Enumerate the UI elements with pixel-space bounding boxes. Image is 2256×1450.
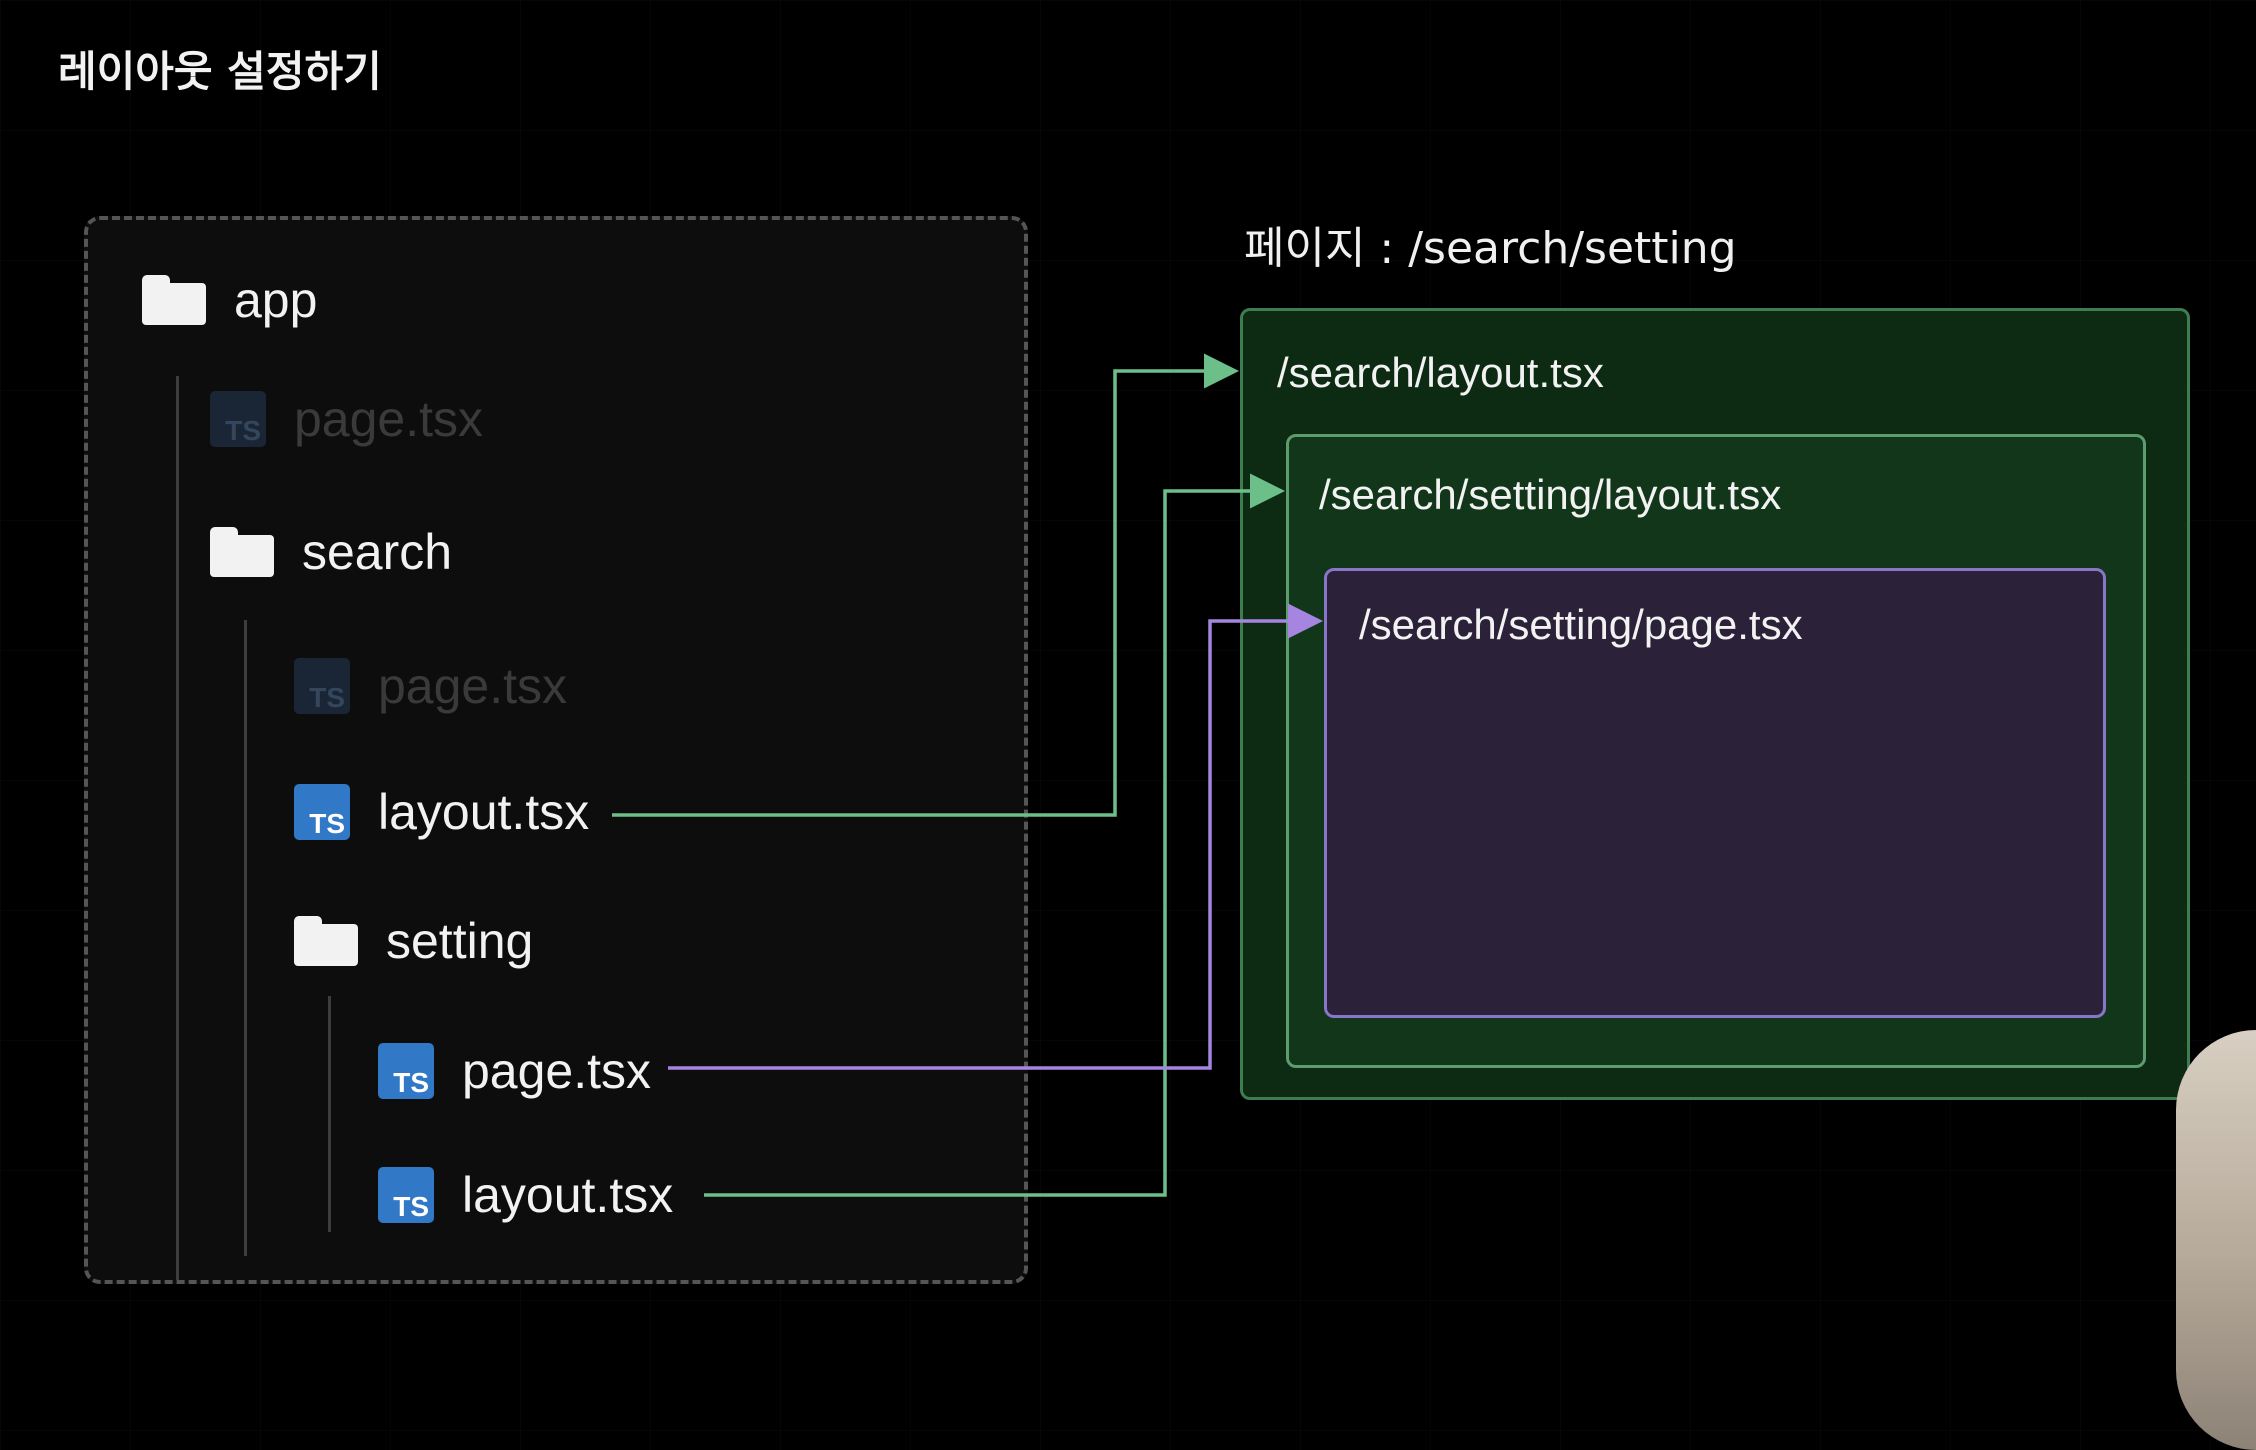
setting-page-box: /search/setting/page.tsx [1324,568,2106,1018]
node-label: page.tsx [378,658,568,714]
folder-icon [210,527,274,577]
tree-node-app[interactable]: app [142,271,317,329]
connector-setting-layout [704,473,1285,1197]
node-label: app [234,272,318,328]
tree-node-search-layout[interactable]: TS layout.tsx [294,783,589,841]
tree-guide-search [244,620,247,1256]
tree-node-search[interactable]: search [210,523,452,581]
typescript-file-icon: TS [378,1167,434,1223]
tree-guide-setting [328,996,331,1232]
tree-node-setting-layout[interactable]: TS layout.tsx [378,1166,673,1224]
tree-guide-app [176,376,179,1280]
file-tree-panel: app TS page.tsx search TS page.tsx TS la… [84,216,1028,1284]
typescript-file-icon: TS [294,784,350,840]
connector-layer [612,353,1323,1197]
tree-node-setting[interactable]: setting [294,912,533,970]
folder-icon [294,916,358,966]
typescript-file-icon: TS [378,1043,434,1099]
page-route-caption: 페이지 : /search/setting [1244,223,1737,274]
connector-setting-page [668,603,1323,1070]
search-layout-label: /search/layout.tsx [1277,349,1604,396]
tree-node-search-page[interactable]: TS page.tsx [294,657,567,715]
folder-icon [142,275,206,325]
tree-node-setting-page[interactable]: TS page.tsx [378,1042,651,1100]
connector-search-layout [612,353,1239,817]
presenter-webcam [2176,1030,2256,1450]
node-label: search [302,524,453,580]
slide-title: 레이아웃 설정하기 [58,47,382,96]
setting-page-label: /search/setting/page.tsx [1359,601,1803,648]
node-label: page.tsx [462,1043,652,1099]
node-label: layout.tsx [378,784,590,840]
typescript-file-icon: TS [294,658,350,714]
setting-layout-label: /search/setting/layout.tsx [1319,471,1782,518]
node-label: layout.tsx [462,1167,674,1223]
node-label: setting [386,913,534,969]
tree-node-app-page[interactable]: TS page.tsx [210,390,483,448]
node-label: page.tsx [294,391,484,447]
typescript-file-icon: TS [210,391,266,447]
